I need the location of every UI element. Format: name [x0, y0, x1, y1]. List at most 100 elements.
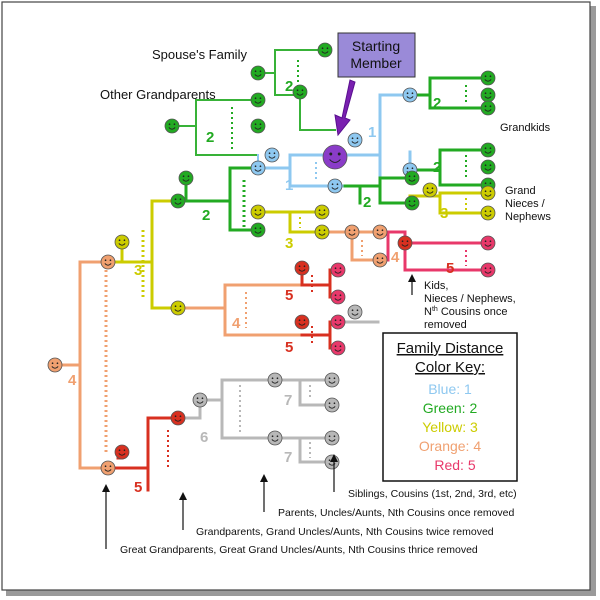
person-node [330, 340, 346, 356]
person-node [47, 357, 63, 373]
color-key-orange: Orange: 4 [419, 438, 481, 454]
number-red-left: 5 [134, 479, 142, 496]
color-key: Family Distance Color Key: Blue: 1 Green… [382, 332, 518, 482]
person-node [330, 262, 346, 278]
color-key-title-1: Family Distance [397, 340, 504, 357]
label-spouse-family: Spouse's Family [152, 47, 247, 62]
person-node [250, 92, 266, 108]
person-node [347, 304, 363, 320]
person-node [267, 430, 283, 446]
person-node [480, 159, 496, 175]
person-node [267, 372, 283, 388]
number-yellow-grand: 3 [440, 205, 448, 222]
label-grandparents: Grandparents, Grand Uncles/Aunts, Nth Co… [196, 526, 494, 538]
label-grandkids: Grandkids [500, 122, 551, 134]
person-node [314, 204, 330, 220]
person-node [324, 397, 340, 413]
label-other-grandparents: Other Grandparents [100, 87, 216, 102]
person-node [480, 185, 496, 201]
starting-member-callout: Starting Member [334, 32, 416, 137]
person-node [250, 160, 266, 176]
person-node [250, 118, 266, 134]
number-green-spouse: 2 [285, 78, 293, 95]
person-node [330, 289, 346, 305]
callout-line1: Starting [352, 38, 400, 54]
person-node [164, 118, 180, 134]
number-gray-7a: 7 [284, 392, 292, 409]
label-kids-4: removed [424, 319, 467, 331]
number-green-nieces: 2 [363, 194, 371, 211]
label-kids-1: Kids, [424, 280, 448, 292]
labels: Spouse's Family Other Grandparents Grand… [100, 47, 551, 556]
number-red-c: 5 [446, 260, 454, 277]
dotted-ticks [104, 60, 467, 470]
label-grand-nieces-3: Nephews [505, 211, 551, 223]
person-node [322, 144, 348, 170]
label-parents: Parents, Uncles/Aunts, Nth Cousins once … [278, 507, 515, 519]
number-green-main: 2 [202, 207, 210, 224]
person-node [250, 65, 266, 81]
person-node [404, 170, 420, 186]
person-node [264, 147, 280, 163]
number-gray-6: 6 [200, 429, 208, 446]
person-node [480, 235, 496, 251]
person-node [324, 430, 340, 446]
label-kids-3: Nth Cousins once [424, 306, 508, 318]
person-node [404, 195, 420, 211]
person-node [372, 252, 388, 268]
color-key-yellow: Yellow: 3 [422, 419, 478, 435]
number-green-other: 2 [206, 129, 214, 146]
label-grand-nieces-1: Grand [505, 185, 536, 197]
person-node [250, 204, 266, 220]
label-grand-nieces-2: Nieces / [505, 198, 546, 210]
number-orange-kids: 4 [391, 249, 400, 266]
number-green-grandkids-a: 2 [433, 95, 441, 112]
number-red-a: 5 [285, 287, 293, 304]
person-node [292, 84, 308, 100]
person-node [324, 372, 340, 388]
person-node [422, 182, 438, 198]
person-node [170, 300, 186, 316]
person-node [480, 100, 496, 116]
person-node [480, 70, 496, 86]
person-node [480, 262, 496, 278]
callout-line2: Member [350, 55, 402, 71]
person-node [100, 254, 116, 270]
person-node [294, 314, 310, 330]
person-node [372, 224, 388, 240]
color-key-title-2: Color Key: [415, 359, 485, 376]
person-node [402, 87, 418, 103]
person-node [314, 224, 330, 240]
person-node [100, 460, 116, 476]
person-node [178, 170, 194, 186]
person-node [170, 410, 186, 426]
person-node [250, 222, 266, 238]
label-kids-2: Nieces / Nephews, [424, 293, 516, 305]
person-node [344, 224, 360, 240]
person-node [192, 392, 208, 408]
number-blue-a: 1 [368, 124, 376, 141]
person-node [327, 178, 343, 194]
number-orange-sub: 4 [232, 315, 241, 332]
label-siblings: Siblings, Cousins (1st, 2nd, 3rd, etc) [348, 488, 517, 500]
person-node [480, 87, 496, 103]
person-node [294, 260, 310, 276]
number-red-b: 5 [285, 339, 293, 356]
number-yellow-sub: 3 [285, 235, 293, 252]
person-node [347, 132, 363, 148]
number-green-grandkids-b: 2 [433, 159, 441, 176]
person-node [170, 193, 186, 209]
color-key-blue: Blue: 1 [428, 381, 472, 397]
distance-numbers: 2 2 1 1 2 2 2 2 3 3 3 4 5 4 4 5 5 5 6 7 … [68, 78, 454, 496]
person-node [114, 234, 130, 250]
number-yellow-main: 3 [134, 262, 142, 279]
person-node [480, 142, 496, 158]
person-node [317, 42, 333, 58]
number-blue-b: 1 [285, 177, 293, 194]
person-nodes [47, 42, 496, 476]
number-orange-main: 4 [68, 372, 77, 389]
callout-arrow [334, 79, 356, 137]
color-key-green: Green: 2 [423, 400, 478, 416]
color-key-red: Red: 5 [434, 457, 475, 473]
